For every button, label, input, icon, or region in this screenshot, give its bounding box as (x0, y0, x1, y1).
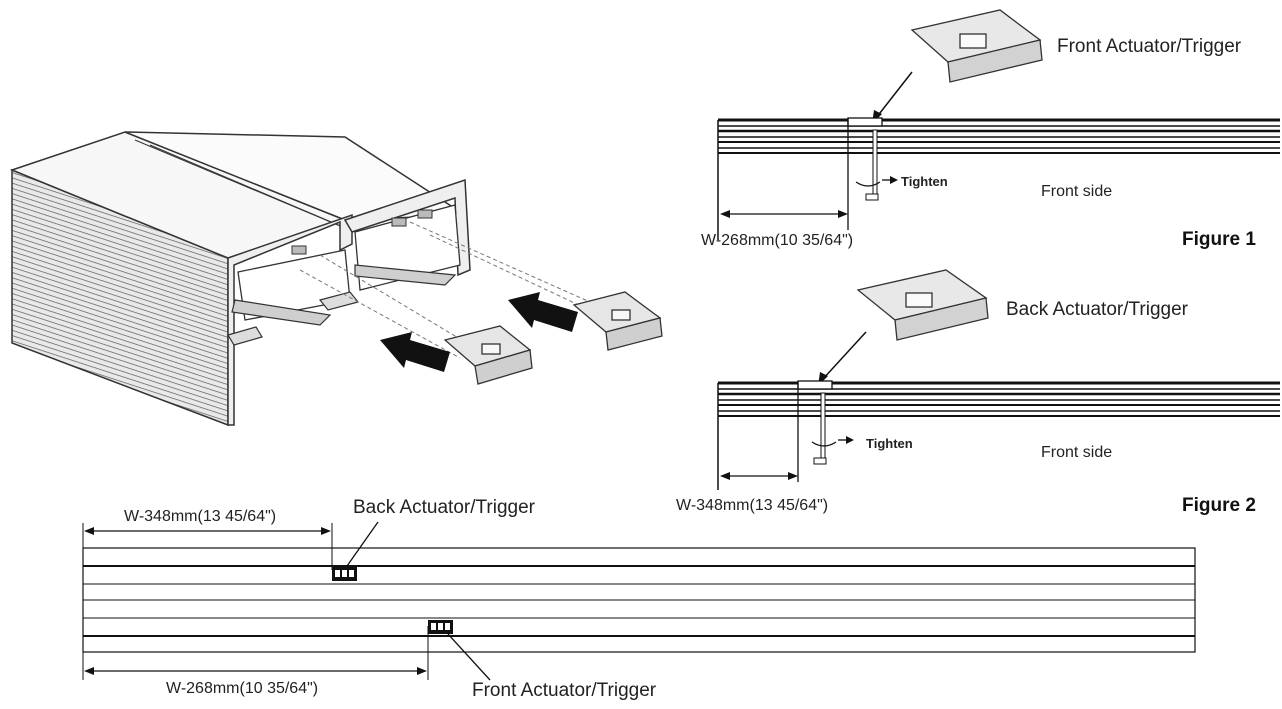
figure-1-side-label: Front side (1041, 183, 1113, 200)
bottom-back-dimension-label: W-348mm(13 45/64") (124, 508, 277, 525)
figure-2-actuator-label: Back Actuator/Trigger (1006, 299, 1188, 320)
actuator-part-2 (572, 291, 663, 351)
bottom-back-actuator-label: Back Actuator/Trigger (353, 497, 535, 518)
figure-2-dimension-label: W-348mm(13 45/64") (676, 497, 829, 514)
figure-1-dimension-label: W-268mm(10 35/64") (701, 232, 854, 249)
bottom-front-actuator-label: Front Actuator/Trigger (472, 680, 657, 701)
insert-arrow-1-icon (380, 332, 450, 372)
actuator-part-1 (443, 325, 533, 385)
bottom-front-dimension-label: W-268mm(10 35/64") (166, 680, 319, 697)
figure-2-rail (717, 381, 1280, 490)
figure-1-tighten-label: Tighten (901, 174, 948, 189)
figure-1-actuator-label: Front Actuator/Trigger (1057, 36, 1242, 57)
bottom-back-actuator-marker (332, 567, 357, 581)
figure-1-caption: Figure 1 (1182, 229, 1256, 250)
insert-arrow-2-icon (508, 292, 578, 332)
figure-1-rail (717, 118, 1280, 240)
figure-2-side-label: Front side (1041, 444, 1113, 461)
bottom-front-actuator-marker (428, 620, 453, 634)
rail-3d-illustration (9, 131, 663, 427)
figure-2-caption: Figure 2 (1182, 495, 1256, 516)
figure-2-actuator-icon (856, 269, 989, 341)
figure-2-tighten-label: Tighten (866, 436, 913, 451)
figure-1-actuator-icon (910, 9, 1043, 83)
